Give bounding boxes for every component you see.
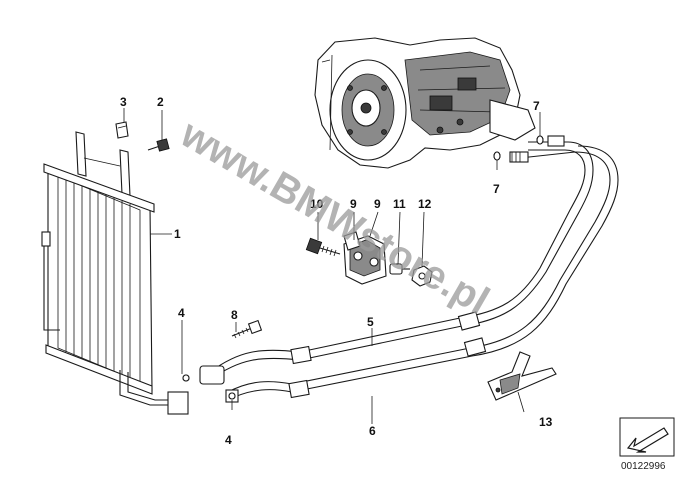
leader-lines	[123, 108, 541, 424]
bracket-9	[343, 231, 387, 285]
o-ring-7a	[536, 135, 544, 145]
arrow-icon	[619, 417, 675, 457]
o-ring-7b	[493, 151, 501, 161]
oil-lines	[182, 135, 619, 403]
callout-2: 2	[157, 95, 164, 109]
callout-4-top: 4	[178, 306, 185, 320]
callouts: 3 2 1 4 4 8 10 9 9 11 12 5 6 7 7 13	[120, 95, 553, 447]
bracket-13	[487, 351, 557, 401]
callout-13: 13	[539, 415, 553, 429]
callout-7-bottom: 7	[493, 182, 500, 196]
callout-6: 6	[369, 424, 376, 438]
o-ring-4a	[182, 374, 190, 382]
callout-7-top: 7	[533, 99, 540, 113]
callout-10: 10	[310, 197, 324, 211]
nut-12	[411, 265, 433, 287]
transmission	[314, 37, 536, 169]
callout-9-right: 9	[374, 197, 381, 211]
small-parts	[115, 121, 557, 401]
clip-3	[115, 121, 129, 139]
bolt-8	[231, 319, 263, 339]
bolt-11	[389, 263, 410, 275]
part-number: 00122996	[621, 461, 666, 472]
callout-1: 1	[174, 227, 181, 241]
bolt-10	[305, 237, 341, 257]
callout-11: 11	[393, 197, 406, 211]
bolt-2	[147, 138, 170, 152]
oil-cooler	[41, 131, 189, 415]
callout-8: 8	[231, 308, 238, 322]
callout-12: 12	[418, 197, 432, 211]
callout-9-left: 9	[350, 197, 357, 211]
callout-5: 5	[367, 315, 374, 329]
callout-4-bottom: 4	[225, 433, 232, 447]
callout-3: 3	[120, 95, 127, 109]
o-ring-4b	[228, 392, 236, 400]
